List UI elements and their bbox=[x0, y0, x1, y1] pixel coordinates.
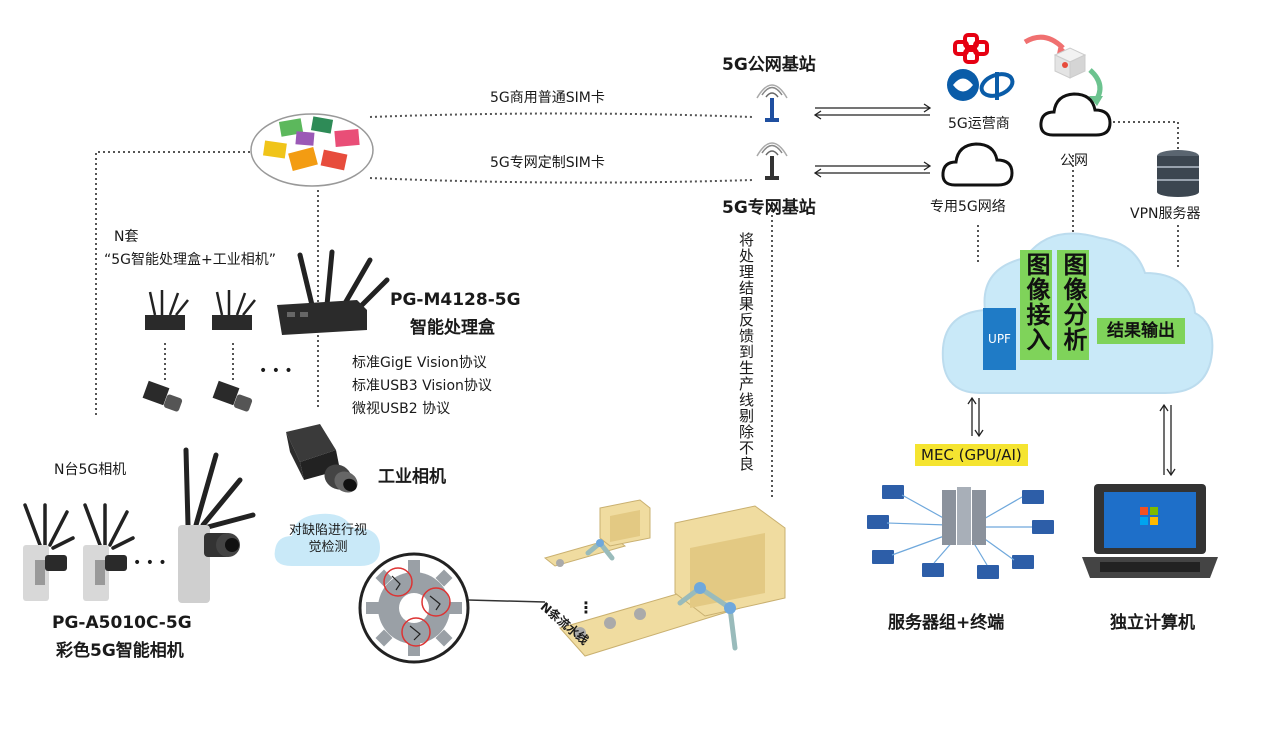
protocol-item: 标准USB3 Vision协议 bbox=[352, 378, 492, 394]
image-analysis-label: 图像分析 bbox=[1059, 252, 1087, 352]
image-access-label: 图像接入 bbox=[1022, 252, 1050, 352]
processing-box-icon bbox=[212, 290, 256, 330]
vpn-label: VPN服务器 bbox=[1130, 206, 1201, 222]
protocol-item: 标准GigE Vision协议 bbox=[352, 355, 487, 371]
antenna-icon bbox=[756, 84, 788, 122]
public-station-title: 5G公网基站 bbox=[722, 55, 816, 75]
conveyor-line-icon bbox=[543, 499, 786, 657]
private-net-label: 专用5G网络 bbox=[930, 199, 1006, 215]
processing-box-icon bbox=[277, 249, 390, 335]
protocol-item: 微视USB2 协议 bbox=[352, 401, 451, 417]
servers-label: 服务器组+终端 bbox=[888, 613, 1005, 633]
camera-name: 彩色5G智能相机 bbox=[56, 641, 184, 661]
5g-camera-icon bbox=[83, 503, 135, 601]
inspection-bubble-label: 对缺陷进行视觉检测 bbox=[288, 523, 367, 555]
processing-dots: • • • bbox=[259, 363, 293, 379]
antenna-icon bbox=[756, 142, 788, 180]
public-net-label: 公网 bbox=[1060, 153, 1088, 169]
image-analysis-box: 图像分析 bbox=[1057, 250, 1089, 360]
sim-commercial-label: 5G商用普通SIM卡 bbox=[490, 90, 605, 106]
output-label: 结果输出 bbox=[1107, 321, 1175, 341]
cloud-icon bbox=[941, 142, 1014, 187]
database-server-icon bbox=[1157, 150, 1199, 197]
camera-model: PG-A5010C-5G bbox=[52, 613, 192, 633]
box-model: PG-M4128-5G bbox=[390, 290, 521, 310]
5g-camera-icon bbox=[23, 503, 75, 601]
camera-count-label: N台5G相机 bbox=[54, 462, 127, 478]
private-station-title: 5G专网基站 bbox=[722, 198, 816, 218]
output-box: 结果输出 bbox=[1097, 318, 1185, 344]
sim-cards-icon bbox=[250, 113, 374, 187]
defect-gear-icon bbox=[358, 552, 470, 664]
computer-label: 独立计算机 bbox=[1110, 613, 1195, 633]
feedback-text: 将处理结果反馈到生产线剔除不良 bbox=[737, 232, 755, 472]
operator-logos-icon bbox=[947, 33, 1103, 106]
sim-custom-label: 5G专网定制SIM卡 bbox=[490, 155, 605, 171]
server-cluster-icon bbox=[867, 485, 1054, 579]
camera-dots: • • • bbox=[133, 555, 167, 571]
n-sets-line1: N套 bbox=[114, 229, 139, 245]
industrial-camera-label: 工业相机 bbox=[378, 467, 446, 487]
upf-box: UPF bbox=[983, 308, 1016, 370]
5g-camera-icon bbox=[178, 447, 256, 603]
sim-card-group bbox=[250, 112, 375, 187]
image-access-box: 图像接入 bbox=[1020, 250, 1052, 360]
operator-label: 5G运营商 bbox=[948, 116, 1010, 132]
processing-box-icon bbox=[145, 290, 189, 330]
lines-dots: ⋮ bbox=[578, 598, 594, 617]
box-name: 智能处理盒 bbox=[410, 318, 495, 338]
n-sets-line2: “5G智能处理盒+工业相机” bbox=[104, 252, 276, 268]
upf-label: UPF bbox=[988, 332, 1011, 346]
camera-icon bbox=[212, 380, 253, 412]
camera-icon bbox=[142, 380, 183, 412]
inspection-bubble-text: 对缺陷进行视觉检测 bbox=[284, 522, 372, 556]
speech-cloud-icon bbox=[274, 513, 380, 566]
industrial-camera-icon bbox=[286, 424, 358, 493]
laptop-icon bbox=[1082, 484, 1218, 578]
mec-label: MEC (GPU/AI) bbox=[921, 446, 1022, 464]
cloud-icon bbox=[1039, 92, 1112, 137]
mec-badge: MEC (GPU/AI) bbox=[915, 444, 1028, 466]
